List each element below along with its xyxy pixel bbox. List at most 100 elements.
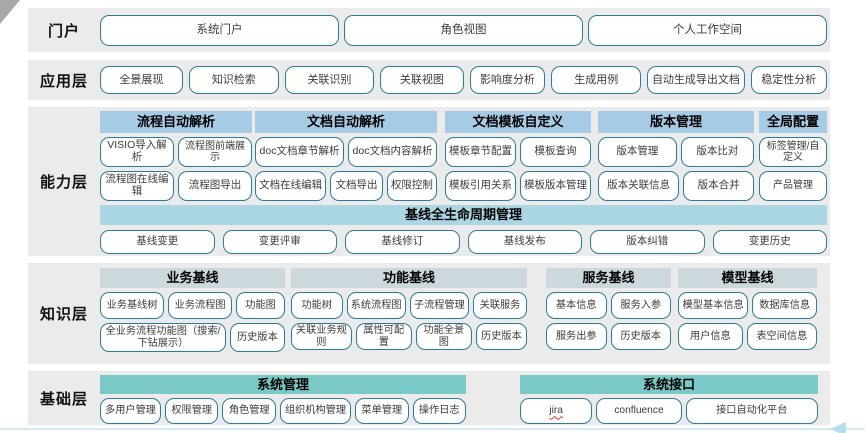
box-visio-import-parse: VISIO导入解析 bbox=[100, 137, 174, 167]
box-related-service: 关联服务 bbox=[472, 292, 527, 319]
box-change-review: 变更评审 bbox=[222, 230, 337, 254]
box-version-compare: 版本比对 bbox=[680, 137, 754, 167]
group-header-process-auto-parse: 流程自动解析 bbox=[100, 111, 252, 133]
group-row: doc文档章节解析 doc文档内容解析 bbox=[255, 137, 437, 167]
box-history-version-function: 历史版本 bbox=[475, 323, 527, 350]
group-global-config: 全局配置 标签管理/自定义 产品管理 bbox=[759, 111, 827, 201]
box-system-flowchart: 系统流程图 bbox=[346, 292, 406, 319]
group-business-baseline: 业务基线 业务基线树 业务流程图 功能图 全业务流程功能图（搜索/下钻展示） 历… bbox=[100, 268, 285, 364]
group-function-baseline: 功能基线 功能树 系统流程图 子流程管理 关联服务 关联业务规则 属性可配置 功… bbox=[291, 268, 527, 364]
box-flowchart-online-edit: 流程图在线编辑 bbox=[100, 171, 174, 201]
box-basic-info: 基本信息 bbox=[546, 292, 607, 319]
group-row: 标签管理/自定义 bbox=[759, 137, 827, 167]
box-flowchart-export: 流程图导出 bbox=[178, 171, 252, 201]
box-system-portal: 系统门户 bbox=[100, 14, 339, 46]
box-flowchart-frontend-display: 流程图前端展示 bbox=[178, 137, 252, 167]
box-history-version-business: 历史版本 bbox=[229, 323, 285, 352]
box-related-business-rule: 关联业务规则 bbox=[291, 323, 352, 350]
box-doc-online-edit: 文档在线编辑 bbox=[255, 171, 327, 201]
group-row: 产品管理 bbox=[759, 171, 827, 201]
layer-label-foundation: 基础层 bbox=[39, 390, 88, 408]
box-service-output-param: 服务出参 bbox=[546, 323, 607, 350]
box-role-view: 角色视图 bbox=[344, 14, 583, 46]
box-tablespace-info: 表空间信息 bbox=[746, 323, 817, 350]
group-row: 流程图在线编辑 流程图导出 bbox=[100, 171, 252, 201]
box-role-mgmt: 角色管理 bbox=[222, 398, 276, 424]
foundation-layer-row: 基础层 系统管理 多用户管理 权限管理 角色管理 组织机构管理 菜单管理 操作日… bbox=[28, 371, 830, 425]
capability-layer-row: 能力层 流程自动解析 VISIO导入解析 流程图前端展示 流程图在线编辑 流程图… bbox=[28, 107, 830, 256]
box-version-merge: 版本合并 bbox=[683, 171, 754, 201]
box-function-diagram: 功能图 bbox=[236, 292, 285, 319]
group-version-mgmt: 版本管理 版本管理 版本比对 版本关联信息 版本合并 bbox=[598, 111, 754, 201]
box-version-mgmt: 版本管理 bbox=[598, 137, 677, 167]
box-menu-mgmt: 菜单管理 bbox=[355, 398, 409, 424]
application-boxes: 全景展现 知识检索 关联识别 关联视图 影响度分析 生成用例 自动生成导出文档 … bbox=[100, 60, 830, 100]
box-business-baseline-tree: 业务基线树 bbox=[100, 292, 165, 319]
box-subprocess-mgmt: 子流程管理 bbox=[409, 292, 469, 319]
box-doc-content-parse: doc文档内容解析 bbox=[348, 137, 437, 167]
group-row: jira confluence 接口自动化平台 bbox=[520, 398, 818, 424]
capability-groups: 流程自动解析 VISIO导入解析 流程图前端展示 流程图在线编辑 流程图导出 文… bbox=[100, 111, 827, 201]
box-attribute-configurable: 属性可配置 bbox=[355, 323, 412, 350]
group-row: 多用户管理 权限管理 角色管理 组织机构管理 菜单管理 操作日志 bbox=[100, 398, 466, 424]
box-template-chapter-config: 模板章节配置 bbox=[445, 137, 516, 167]
box-model-basic-info: 模型基本信息 bbox=[678, 292, 749, 319]
foundation-groups: 系统管理 多用户管理 权限管理 角色管理 组织机构管理 菜单管理 操作日志 系统… bbox=[100, 371, 830, 425]
group-doc-template-custom: 文档模板自定义 模板章节配置 模板查询 模板引用关系 模板版本管理 bbox=[445, 111, 591, 201]
group-service-baseline: 服务基线 基本信息 服务入参 服务出参 历史版本 bbox=[546, 268, 671, 364]
box-stability-analysis: 稳定性分析 bbox=[750, 66, 828, 94]
group-header-system-interface: 系统接口 bbox=[520, 375, 818, 394]
group-header-doc-template-custom: 文档模板自定义 bbox=[445, 111, 591, 133]
box-history-version-service: 历史版本 bbox=[610, 323, 671, 350]
group-row: 服务出参 历史版本 bbox=[546, 323, 671, 350]
group-header-function-baseline: 功能基线 bbox=[291, 268, 527, 288]
baseline-lifecycle-band: 基线全生命周期管理 bbox=[100, 205, 827, 225]
group-row: 版本管理 版本比对 bbox=[598, 137, 754, 167]
group-model-baseline: 模型基线 模型基本信息 数据库信息 用户信息 表空间信息 bbox=[678, 268, 817, 364]
box-operation-log: 操作日志 bbox=[412, 398, 466, 424]
group-header-global-config: 全局配置 bbox=[759, 111, 827, 133]
box-impact-analysis: 影响度分析 bbox=[469, 66, 546, 94]
group-process-auto-parse: 流程自动解析 VISIO导入解析 流程图前端展示 流程图在线编辑 流程图导出 bbox=[100, 111, 252, 201]
group-row: 用户信息 表空间信息 bbox=[678, 323, 817, 350]
group-header-business-baseline: 业务基线 bbox=[100, 268, 285, 288]
group-header-version-mgmt: 版本管理 bbox=[598, 111, 754, 133]
box-org-structure-mgmt: 组织机构管理 bbox=[279, 398, 352, 424]
box-jira: jira bbox=[520, 398, 593, 424]
group-row: 文档在线编辑 文档导出 权限控制 bbox=[255, 171, 437, 201]
box-function-tree: 功能树 bbox=[291, 292, 343, 319]
layer-label-knowledge: 知识层 bbox=[39, 306, 88, 323]
group-header-service-baseline: 服务基线 bbox=[546, 268, 671, 288]
bottom-connector-line bbox=[0, 428, 865, 430]
box-service-input-param: 服务入参 bbox=[610, 292, 671, 319]
group-row: 模板章节配置 模板查询 bbox=[445, 137, 591, 167]
knowledge-layer-row: 知识层 业务基线 业务基线树 业务流程图 功能图 全业务流程功能图（搜索/下钻展… bbox=[28, 263, 830, 364]
group-row: 功能树 系统流程图 子流程管理 关联服务 bbox=[291, 292, 527, 319]
box-permission-mgmt: 权限管理 bbox=[165, 398, 219, 424]
box-business-flowchart: 业务流程图 bbox=[168, 292, 233, 319]
box-template-reference-relation: 模板引用关系 bbox=[445, 171, 516, 201]
group-system-interface: 系统接口 jira confluence 接口自动化平台 bbox=[520, 375, 818, 425]
box-function-panorama: 功能全景图 bbox=[415, 323, 472, 350]
left-arrowhead-icon bbox=[830, 422, 846, 433]
box-interface-automation-platform: 接口自动化平台 bbox=[685, 398, 818, 424]
box-baseline-release: 基线发布 bbox=[467, 230, 582, 254]
box-full-business-flow-function-map: 全业务流程功能图（搜索/下钻展示） bbox=[100, 323, 226, 352]
box-relation-identify: 关联识别 bbox=[284, 66, 375, 94]
box-relation-view: 关联视图 bbox=[380, 66, 464, 94]
group-system-mgmt: 系统管理 多用户管理 权限管理 角色管理 组织机构管理 菜单管理 操作日志 bbox=[100, 375, 466, 425]
box-doc-export: 文档导出 bbox=[330, 171, 383, 201]
box-doc-chapter-parse: doc文档章节解析 bbox=[255, 137, 344, 167]
portal-boxes: 系统门户 角色视图 个人工作空间 bbox=[100, 8, 830, 52]
box-confluence: confluence bbox=[596, 398, 682, 424]
box-baseline-change: 基线变更 bbox=[100, 230, 215, 254]
box-version-correction: 版本纠错 bbox=[590, 230, 705, 254]
box-personal-workspace: 个人工作空间 bbox=[588, 14, 827, 46]
group-row: 版本关联信息 版本合并 bbox=[598, 171, 754, 201]
group-row: 全业务流程功能图（搜索/下钻展示） 历史版本 bbox=[100, 323, 285, 352]
baseline-boxes: 基线变更 变更评审 基线修订 基线发布 版本纠错 变更历史 bbox=[100, 230, 827, 254]
layer-label-application: 应用层 bbox=[39, 72, 88, 90]
box-template-version-mgmt: 模板版本管理 bbox=[520, 171, 591, 201]
box-generate-usecase: 生成用例 bbox=[551, 66, 642, 94]
